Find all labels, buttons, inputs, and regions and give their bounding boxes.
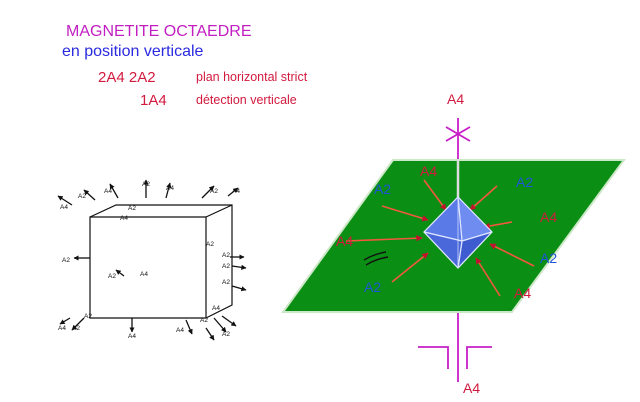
plane-axis-label: A2 [516, 174, 533, 190]
plane-axis-label: A4 [514, 285, 531, 301]
red-axis-arrow [345, 235, 423, 242]
cube-axis-arrow [185, 319, 193, 335]
cube-axis-label: A4 [58, 325, 66, 332]
cube-axis-label: A4 [232, 188, 240, 195]
cube-axis-label: A2 [222, 279, 230, 286]
cube-axis-arrows [57, 179, 247, 341]
rotation-glyph [363, 251, 389, 266]
plane-axis-label: A4 [336, 233, 353, 249]
diagram-subtitle: en position verticale [62, 43, 204, 60]
octahedron-crystal [423, 196, 493, 269]
cube-axis-label: A2 [142, 181, 150, 188]
cube-top-edges [89, 204, 233, 319]
cube-axis-label: A4 [166, 185, 174, 192]
plane-axis-label: A2 [540, 250, 557, 266]
red-axis-arrows [345, 179, 535, 297]
cube-axis-arrow [227, 187, 239, 197]
cube-axis-label: A2 [62, 257, 70, 264]
cube-front-face [89, 216, 207, 319]
cube-axis-arrow [165, 182, 172, 199]
cube-axis-label: A4 [104, 188, 112, 195]
red-axis-arrow [423, 179, 447, 211]
top-axis-label: A4 [447, 91, 464, 107]
plane-axis-label: A2 [364, 279, 381, 295]
cube-axis-arrow [115, 269, 125, 277]
cube-axis-arrow [83, 189, 96, 201]
cube-edge [205, 204, 233, 218]
cube-axis-arrow [231, 285, 247, 292]
red-axis-arrow [391, 252, 429, 283]
cube-axis-label: A2 [108, 273, 116, 280]
plane-axis-label: A2 [374, 181, 391, 197]
cube-axis-arrow [231, 264, 247, 270]
diagram-title: MAGNETITE OCTAEDRE [66, 23, 252, 40]
vertical-axis-top [445, 118, 471, 160]
cube-axis-arrow [59, 317, 71, 325]
cube-axis-label: A4 [128, 333, 136, 340]
cube-axis-label: A4 [120, 215, 128, 222]
cube-axis-label: A2 [128, 205, 136, 212]
cube-axis-label: A2 [78, 193, 86, 200]
plane-axis-label: A4 [420, 163, 437, 179]
cube-axis-label: A2 [222, 252, 230, 259]
axes-vertical-description: détection verticale [196, 93, 297, 107]
axes-horizontal-label: 2A4 2A2 [98, 69, 156, 86]
red-axis-arrow [475, 257, 501, 297]
cube-axis-arrow [201, 185, 215, 199]
cube-shape [89, 204, 233, 319]
cube-axis-arrow [221, 315, 237, 327]
cube-axis-arrow [71, 317, 85, 331]
cube-axis-arrow [213, 317, 227, 333]
red-axis-arrow [381, 205, 429, 222]
axes-horizontal-description: plan horizontal strict [196, 70, 308, 84]
cube-axis-label: A2 [84, 313, 92, 320]
vertical-axis-bottom [418, 313, 492, 382]
cube-axis-label: A2 [210, 188, 218, 195]
cube-axis-label: A2 [222, 263, 230, 270]
cube-axis-label: A2 [72, 325, 80, 332]
cube-axis-arrow [205, 327, 215, 341]
axes-vertical-label: 1A4 [140, 92, 167, 109]
cube-axis-arrow [57, 195, 73, 206]
cube-axis-arrow [109, 183, 119, 199]
cube-axis-label: A2 [200, 317, 208, 324]
cube-axis-label: A4 [212, 305, 220, 312]
cube-axis-label: A4 [176, 327, 184, 334]
plane-axis-label: A4 [540, 209, 557, 225]
cube-axis-label: A4 [140, 271, 148, 278]
red-axis-arrow [489, 243, 535, 267]
bottom-axis-label: A4 [463, 380, 480, 396]
cube-axis-label: A2 [222, 331, 230, 338]
cube-axis-label: A4 [60, 204, 68, 211]
red-axis-arrow [469, 185, 498, 211]
red-axis-arrow [483, 221, 513, 230]
cube-axis-label: A2 [206, 241, 214, 248]
